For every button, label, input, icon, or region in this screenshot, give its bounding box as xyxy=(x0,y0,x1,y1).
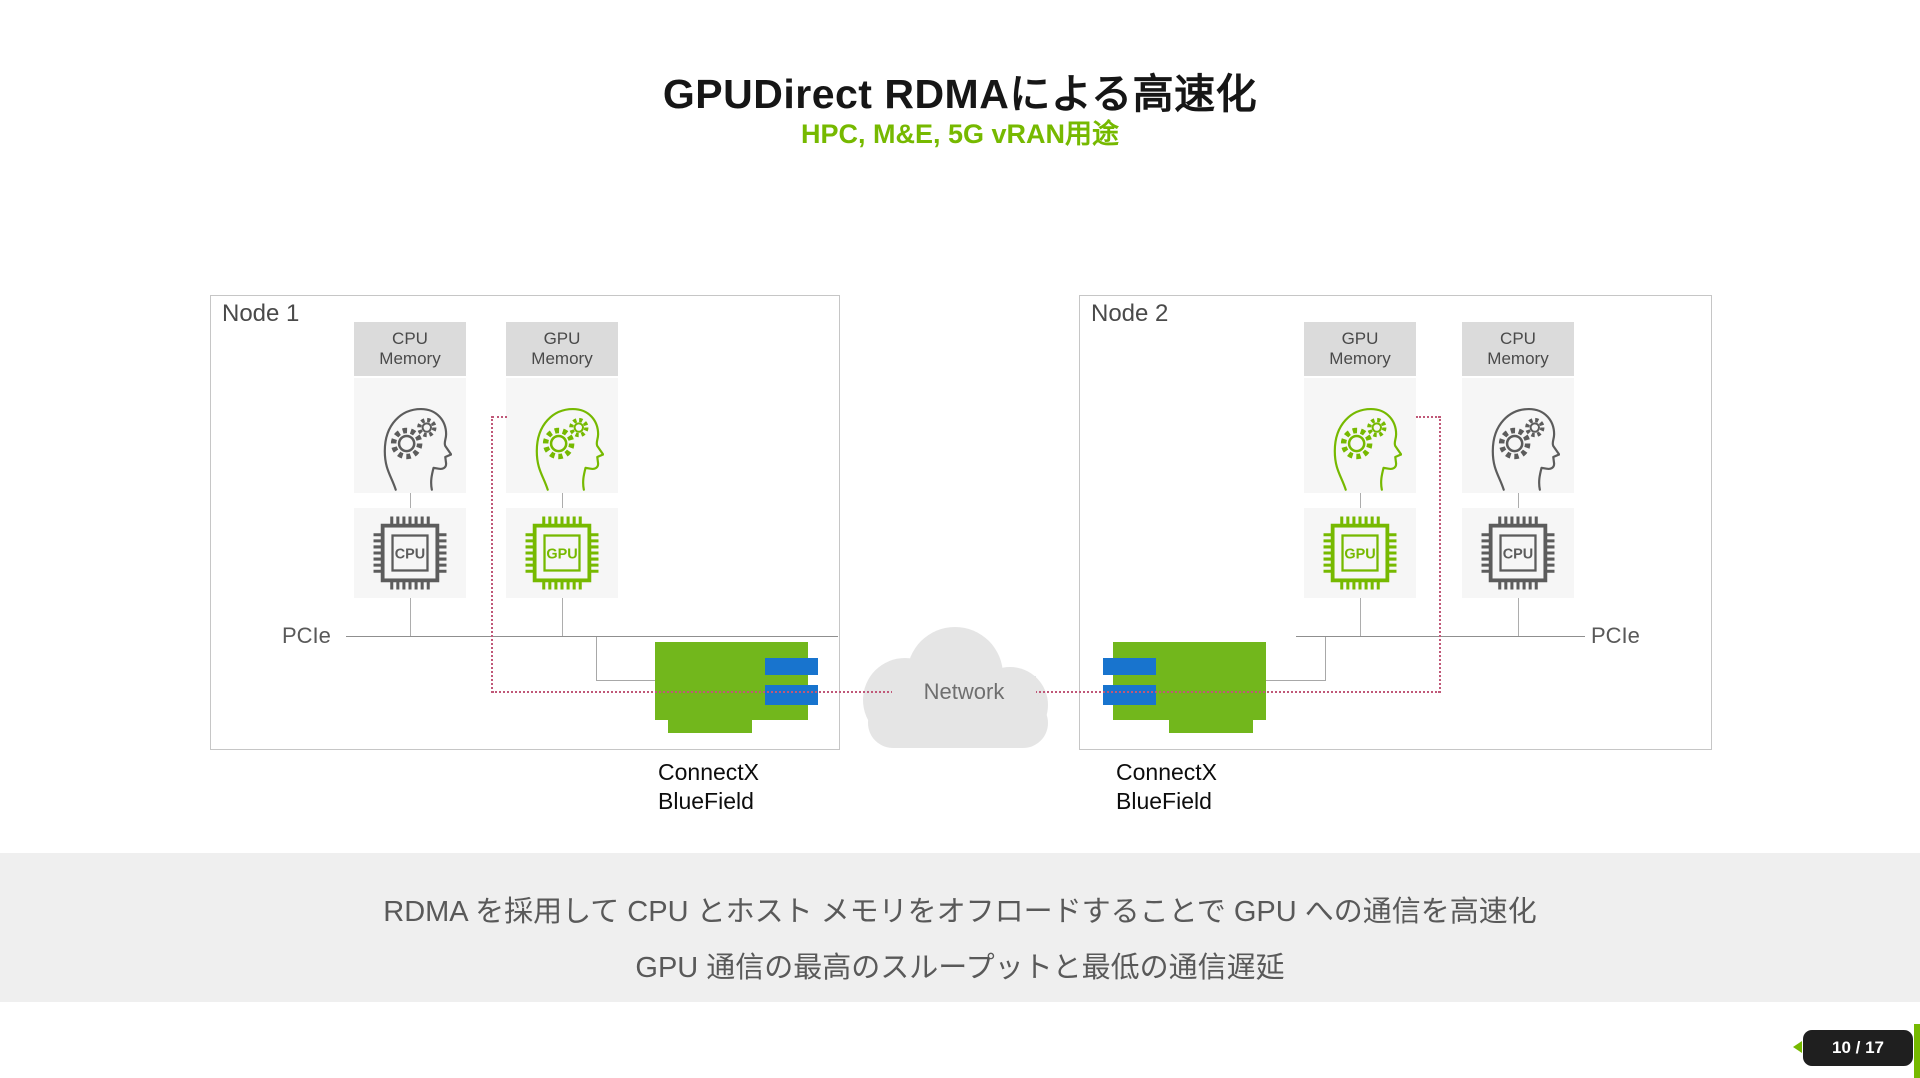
node2-cpu-chip-box: CPU xyxy=(1462,508,1574,598)
node2-card-label: ConnectX BlueField xyxy=(1116,758,1217,816)
page-title: GPUDirect RDMAによる高速化 xyxy=(662,71,1258,117)
brain-gears-icon xyxy=(520,389,604,493)
svg-text:GPU: GPU xyxy=(546,546,577,562)
gpu-memory-line1: GPU xyxy=(543,329,581,348)
node2-card-elbow xyxy=(1325,637,1326,680)
card-label-line1: ConnectX xyxy=(658,759,760,785)
node1-card-edge-tab xyxy=(668,720,752,733)
svg-text:CPU: CPU xyxy=(1503,546,1533,562)
node2-pcie-label: PCIe xyxy=(1591,623,1640,648)
node2-cpu-brain-box xyxy=(1462,378,1574,493)
node2-cpu-memory-header: CPU Memory xyxy=(1462,322,1574,376)
page-subtitle: HPC, M&E, 5G vRAN用途 xyxy=(800,119,1120,149)
gpu-memory-line2: Memory xyxy=(1329,349,1391,368)
node1-pcie-label: PCIe xyxy=(282,623,331,648)
connector-line xyxy=(1518,598,1519,636)
node1-connectx-card xyxy=(655,642,808,720)
connector-line xyxy=(562,493,563,508)
connector-line xyxy=(410,598,411,636)
network-label: Network xyxy=(892,676,1036,708)
node2-card-elbow xyxy=(1266,680,1326,681)
card-label-line2: BlueField xyxy=(1116,788,1212,814)
cpu-memory-line2: Memory xyxy=(1487,349,1549,368)
card-label-line1: ConnectX xyxy=(1116,759,1218,785)
cpu-memory-line2: Memory xyxy=(379,349,441,368)
gpu-chip-icon: GPU xyxy=(1322,515,1398,591)
cpu-memory-line1: CPU xyxy=(1500,329,1536,348)
node1-card-label: ConnectX BlueField xyxy=(658,758,759,816)
brain-gears-icon xyxy=(1318,389,1402,493)
connector-line xyxy=(1360,598,1361,636)
node1-cpu-memory-header: CPU Memory xyxy=(354,322,466,376)
node2-connectx-card xyxy=(1113,642,1266,720)
progress-arrow-icon xyxy=(1793,1041,1802,1053)
gpu-memory-line2: Memory xyxy=(531,349,593,368)
cpu-chip-icon: CPU xyxy=(372,515,448,591)
progress-strip xyxy=(1914,1024,1920,1078)
node1-gpu-brain-box xyxy=(506,378,618,493)
brain-gears-icon xyxy=(368,389,452,493)
rdma-path-line xyxy=(1439,416,1441,693)
node2-gpu-chip-box: GPU xyxy=(1304,508,1416,598)
svg-text:GPU: GPU xyxy=(1344,546,1375,562)
node1-pcie-line xyxy=(346,636,838,637)
rdma-path-line xyxy=(491,416,493,693)
summary-line-1: RDMA を採用して CPU とホスト メモリをオフロードすることで GPU へ… xyxy=(383,896,1537,928)
node1-gpu-memory-header: GPU Memory xyxy=(506,322,618,376)
node1-cpu-brain-box xyxy=(354,378,466,493)
summary-band xyxy=(0,853,1920,1002)
node2-card-edge-tab xyxy=(1169,720,1253,733)
connector-line xyxy=(410,493,411,508)
node1-gpu-chip-box: GPU xyxy=(506,508,618,598)
rdma-path-line xyxy=(492,416,507,418)
node2-card-port xyxy=(1103,658,1156,675)
node1-card-port xyxy=(765,685,818,705)
node2-card-port xyxy=(1103,685,1156,705)
connector-line xyxy=(1360,493,1361,508)
card-label-line2: BlueField xyxy=(658,788,754,814)
node1-card-elbow xyxy=(596,637,597,680)
connector-line xyxy=(1518,493,1519,508)
node1-card-elbow xyxy=(596,680,656,681)
node2-gpu-brain-box xyxy=(1304,378,1416,493)
node2-label: Node 2 xyxy=(1091,300,1169,327)
cpu-chip-icon: CPU xyxy=(1480,515,1556,591)
node1-label: Node 1 xyxy=(222,300,300,327)
cpu-memory-line1: CPU xyxy=(392,329,428,348)
rdma-path-line xyxy=(1416,416,1440,418)
gpu-chip-icon: GPU xyxy=(524,515,600,591)
svg-text:CPU: CPU xyxy=(395,546,425,562)
node2-gpu-memory-header: GPU Memory xyxy=(1304,322,1416,376)
node1-card-port xyxy=(765,658,818,675)
gpu-memory-line1: GPU xyxy=(1341,329,1379,348)
node1-cpu-chip-box: CPU xyxy=(354,508,466,598)
brain-gears-icon xyxy=(1476,389,1560,493)
page-indicator[interactable]: 10 / 17 xyxy=(1803,1030,1913,1066)
summary-line-2: GPU 通信の最高のスループットと最低の通信遅延 xyxy=(635,952,1285,984)
connector-line xyxy=(562,598,563,636)
